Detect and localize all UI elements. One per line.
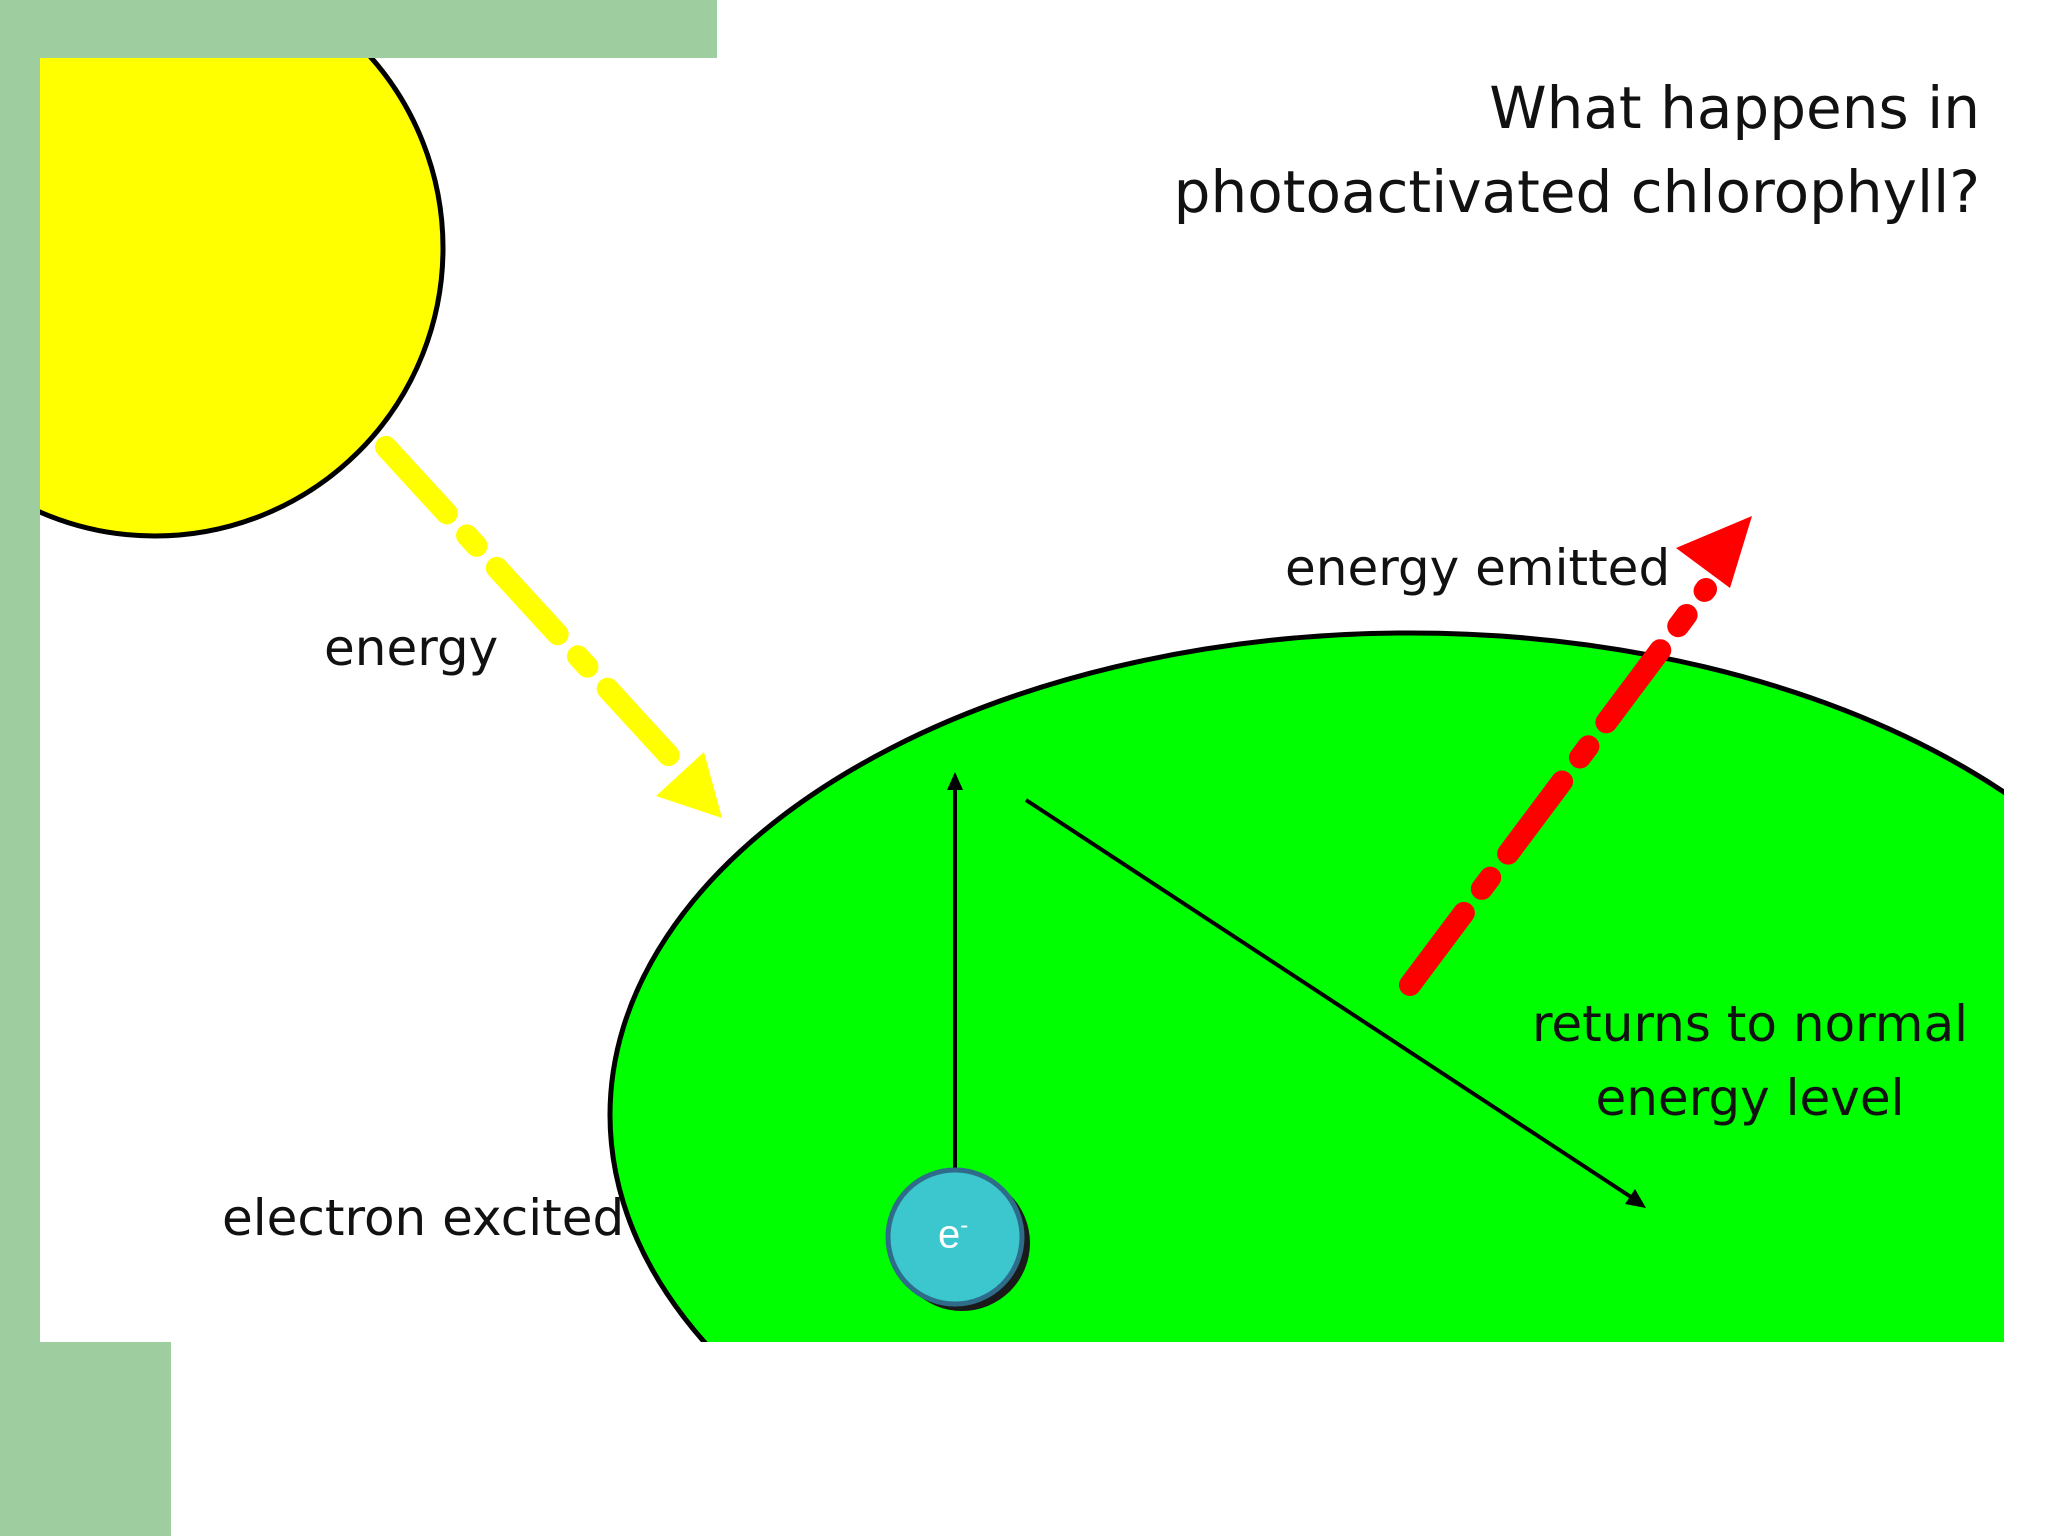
title-line-1: What happens in [1489, 74, 1980, 142]
electron [885, 1167, 1025, 1307]
electron-symbol: e- [938, 1212, 968, 1257]
returns-label-line-2: energy level [1595, 1069, 1905, 1127]
incoming-energy-arrow-head [656, 752, 722, 818]
return-arrow [1024, 798, 1636, 1201]
chlorophyll-molecule [607, 630, 2004, 1342]
decor-bar-left [0, 0, 40, 1536]
decor-bar-top [0, 0, 717, 58]
slide-title: What happens in photoactivated chlorophy… [980, 66, 1980, 234]
decor-block-bottom [0, 1342, 171, 1536]
energy-emitted-label: energy emitted [1285, 539, 1671, 597]
emitted-energy-arrow-head [1676, 516, 1752, 588]
title-line-2: photoactivated chlorophyll? [1173, 158, 1980, 226]
return-arrow-head [1625, 1189, 1646, 1208]
returns-label: returns to normal energy level [1530, 987, 1970, 1135]
incoming-energy-arrow-shaft [375, 436, 685, 772]
emitted-energy-arrow-shaft [1399, 578, 1717, 996]
electron-excited-label: electron excited [222, 1189, 625, 1247]
excitation-arrow-head [947, 772, 963, 790]
electron-charge: - [960, 1212, 969, 1239]
electron-symbol-letter: e [938, 1212, 961, 1257]
energy-label: energy [324, 619, 499, 677]
returns-label-line-1: returns to normal [1531, 995, 1969, 1053]
sun [40, 58, 446, 539]
